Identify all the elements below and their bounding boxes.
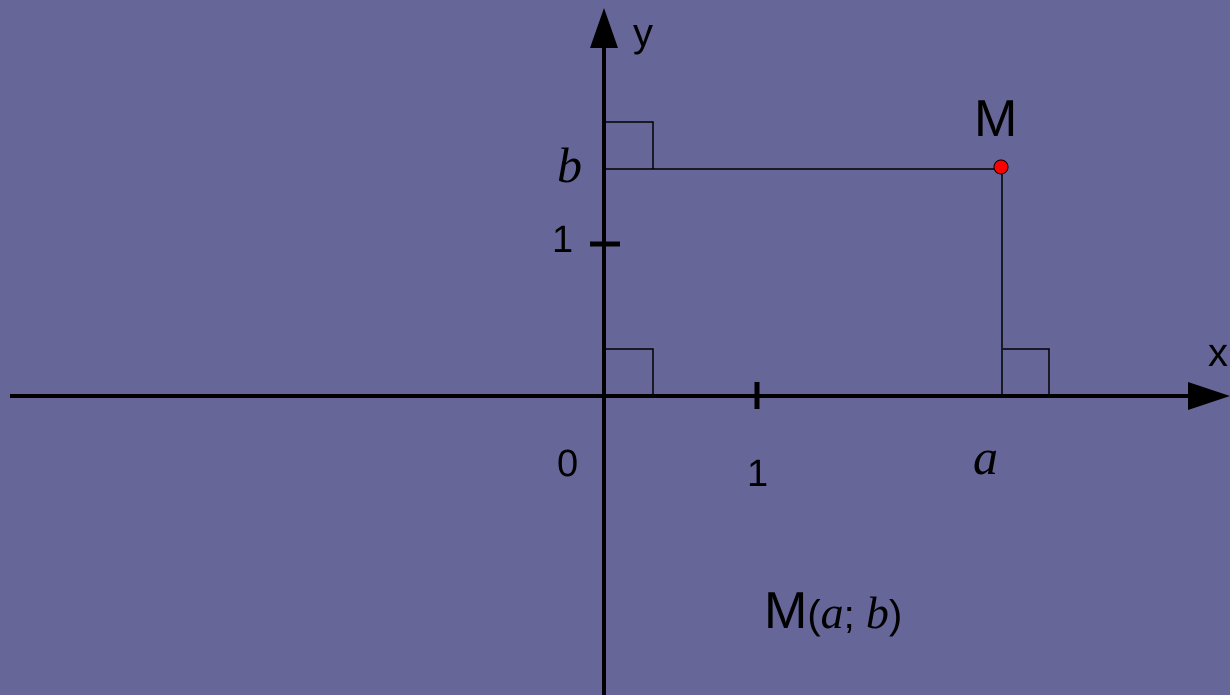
right-angle-marker-y-axis: [606, 121, 654, 169]
point-x-coordinate-label: a: [973, 429, 998, 485]
caption-separator: ;: [844, 593, 855, 637]
caption-a: a: [821, 587, 844, 638]
caption-space: [855, 593, 866, 637]
x-axis-arrow: [1188, 382, 1230, 410]
coordinates-caption: M(a; b): [764, 582, 902, 640]
caption-open-paren: (: [807, 593, 821, 637]
point-y-coordinate-label: b: [557, 137, 582, 193]
y-axis-label: y: [633, 11, 653, 55]
caption-b: b: [866, 587, 889, 638]
y-unit-label: 1: [552, 219, 573, 261]
caption-point-name: M: [764, 582, 807, 640]
point-name-label: M: [974, 90, 1017, 148]
right-angle-marker-x-axis: [1003, 348, 1050, 394]
caption-close-paren: ): [889, 593, 902, 637]
x-unit-label: 1: [747, 453, 768, 495]
point-m-marker: [993, 159, 1009, 175]
y-axis-arrow: [590, 8, 618, 48]
x-axis-label: x: [1208, 331, 1228, 375]
origin-label: 0: [557, 443, 578, 485]
right-angle-marker-origin: [606, 348, 654, 394]
